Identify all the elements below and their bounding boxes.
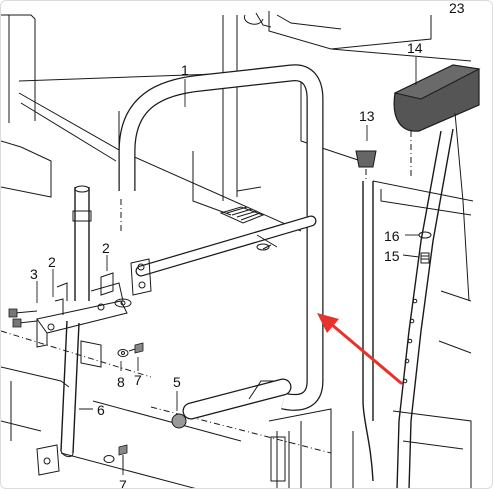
leader-lines [36,57,420,475]
part-13-knob [355,150,377,181]
callout-15: 15 [384,248,400,264]
callout-5: 5 [173,374,181,390]
callout-23: 23 [449,1,465,16]
floor-grate [219,206,265,224]
callout-14: 14 [407,40,423,56]
callout-2b: 2 [48,254,56,270]
callout-labels: 1 14 13 16 15 2 2 3 5 6 8 7 7 23 [30,1,465,489]
right-support-rails [362,112,470,488]
part-14-bumper [393,64,481,177]
parts-15-16-fasteners [418,231,432,264]
part-5-ball-knob [171,391,187,429]
part-1-handrail [118,64,324,420]
callout-3: 3 [30,266,38,282]
callout-1: 1 [181,62,189,78]
left-post-assembly [8,185,144,476]
callout-8: 8 [117,374,125,390]
callout-2a: 2 [102,240,110,256]
callout-7a: 7 [134,372,142,388]
callout-16: 16 [384,228,400,244]
callout-6: 6 [97,402,105,418]
callout-13: 13 [359,108,375,124]
red-arrow-icon [317,313,403,385]
callout-7b: 7 [119,477,127,489]
lower-bracket [268,408,332,488]
